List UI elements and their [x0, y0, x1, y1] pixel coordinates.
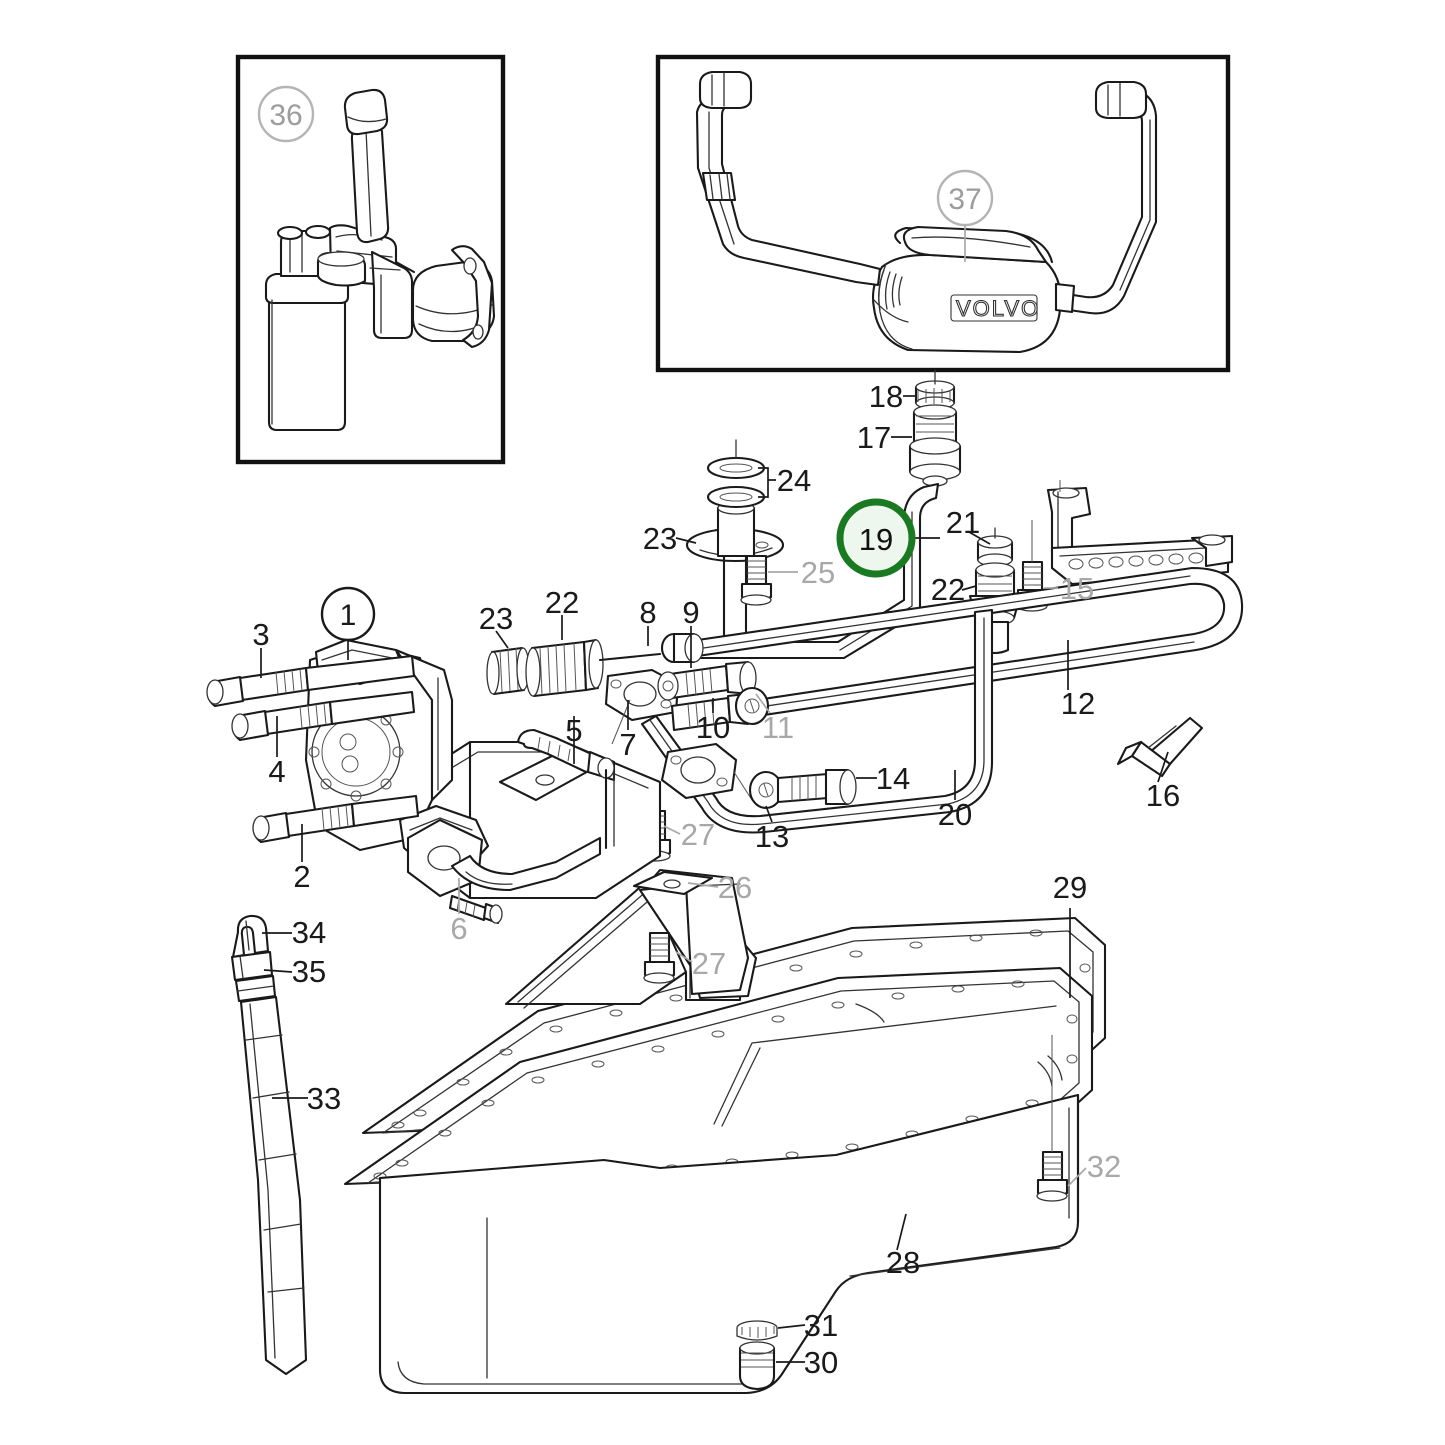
label-16: 16 — [1146, 778, 1180, 813]
label-35: 35 — [292, 954, 326, 989]
label-13: 13 — [755, 819, 789, 854]
callout-1-label: 1 — [340, 599, 357, 632]
bolt-3 — [206, 654, 416, 708]
oil-pipe-5 — [516, 728, 616, 850]
label-27-upper: 27 — [681, 817, 715, 852]
suction-pipe-20 — [640, 608, 994, 834]
label-21: 21 — [946, 505, 980, 540]
label-28: 28 — [886, 1245, 920, 1280]
label-32: 32 — [1087, 1149, 1121, 1184]
oil-pan-assembly — [343, 916, 1107, 1395]
bolt-4 — [231, 690, 416, 742]
callout-37: 37 — [936, 169, 994, 262]
label-5: 5 — [565, 713, 582, 748]
leader-lines — [260, 395, 1169, 1363]
label-23-upper: 23 — [643, 521, 677, 556]
label-30: 30 — [804, 1345, 838, 1380]
inset-box-36: 36 — [235, 54, 506, 465]
callout-37-label: 37 — [948, 183, 981, 216]
screw-32 — [1036, 1035, 1069, 1202]
callout-1: 1 — [320, 586, 376, 642]
label-31: 31 — [804, 1308, 838, 1343]
highlight-circle-19: 19 — [836, 498, 916, 578]
drain-plug-group — [736, 1320, 778, 1391]
label-18: 18 — [869, 379, 903, 414]
label-27-lower: 27 — [692, 946, 726, 981]
oil-pan-bracket — [504, 809, 758, 1009]
label-33: 33 — [307, 1081, 341, 1116]
label-22-right: 22 — [931, 572, 965, 607]
volvo-badge-text: VOLVO — [956, 296, 1040, 321]
bolt-14 — [776, 768, 857, 806]
plug-23-small — [486, 646, 530, 696]
callout-36: 36 — [257, 85, 315, 143]
label-23-left: 23 — [479, 601, 513, 636]
flange-lower — [660, 742, 753, 801]
label-11: 11 — [762, 710, 794, 745]
label-3: 3 — [252, 617, 269, 652]
plug-22-threaded — [525, 638, 662, 698]
label-7: 7 — [619, 727, 636, 762]
inset-36-artwork — [264, 88, 496, 432]
label-22-left: 22 — [545, 585, 579, 620]
callout-19-label: 19 — [859, 522, 893, 557]
label-26: 26 — [718, 870, 752, 905]
bolt-9 — [657, 660, 757, 701]
seal-ring-21 — [976, 527, 1014, 567]
bracket-23-upper — [685, 439, 785, 654]
inset-37-artwork: VOLVO — [695, 70, 1158, 354]
label-34: 34 — [292, 915, 326, 950]
label-10: 10 — [696, 710, 730, 745]
label-2: 2 — [293, 859, 310, 894]
label-6: 6 — [450, 911, 467, 946]
label-texts: 2 3 4 5 6 7 8 9 10 11 12 13 14 15 16 17 … — [252, 379, 1180, 1380]
label-4: 4 — [268, 754, 285, 789]
callout-36-label: 36 — [269, 99, 302, 132]
union-nut-17 — [908, 404, 962, 487]
label-20: 20 — [938, 797, 972, 832]
dipstick-assembly — [230, 914, 308, 1376]
sealant-tube-16 — [1116, 716, 1204, 778]
screw-27-lower — [643, 931, 676, 984]
banjo-fitting-18 — [914, 369, 956, 410]
washer-11 — [734, 686, 770, 726]
bolt-2 — [252, 794, 420, 844]
label-12: 12 — [1061, 686, 1095, 721]
label-8: 8 — [639, 595, 656, 630]
label-14: 14 — [876, 761, 910, 796]
label-25: 25 — [801, 555, 835, 590]
label-15: 15 — [1060, 571, 1094, 606]
label-17: 17 — [857, 420, 891, 455]
washer-8 — [660, 632, 704, 664]
label-24: 24 — [777, 463, 811, 498]
label-29: 29 — [1053, 870, 1087, 905]
inset-box-37: VOLVO 37 — [655, 54, 1231, 373]
screw-25 — [740, 554, 773, 606]
label-9: 9 — [682, 595, 699, 630]
